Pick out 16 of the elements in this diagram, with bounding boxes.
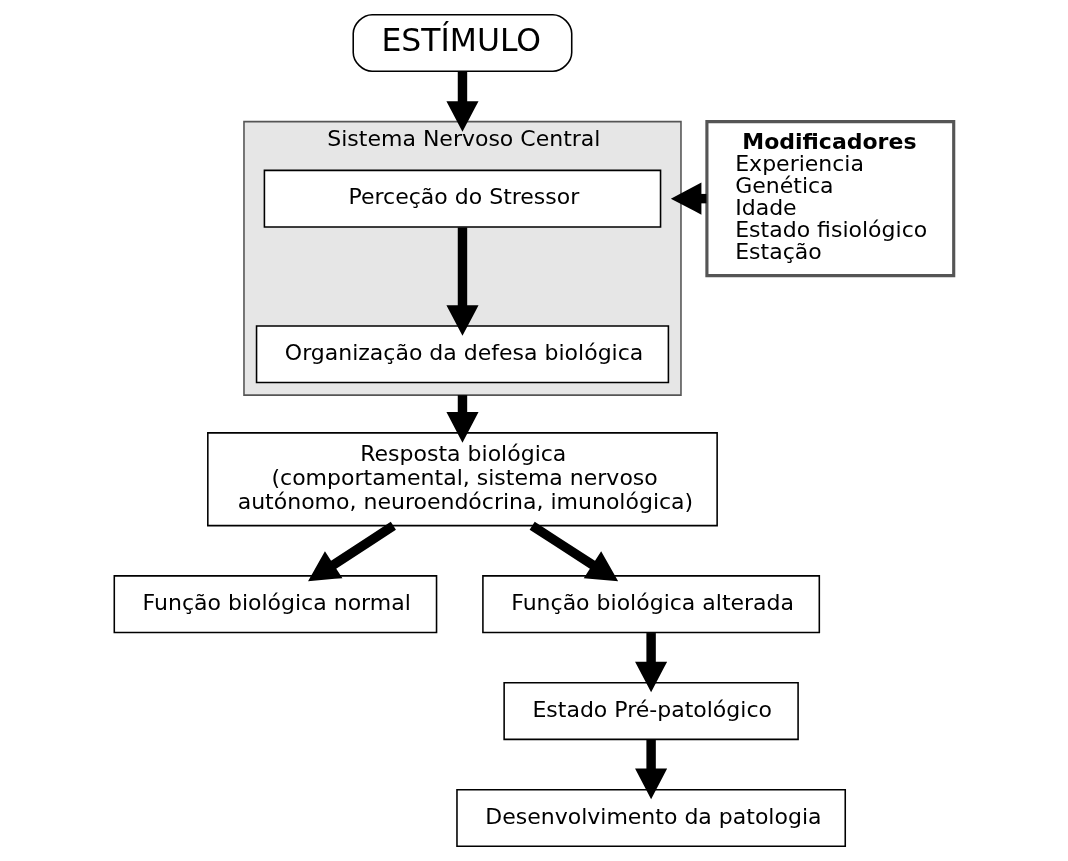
node-box: Modificadores Experiencia Genética Idade Estado fisiológico Estação bbox=[705, 120, 956, 278]
arrow bbox=[446, 395, 479, 443]
node-box: Estado Pré-patológico bbox=[503, 682, 799, 741]
arrow bbox=[446, 71, 479, 132]
node-box: Função biológica alterada bbox=[482, 575, 821, 634]
arrow bbox=[446, 227, 479, 336]
node-box: Resposta biológica (comportamental, sistema nervoso autónomo, neuroendócrina, imunológica) bbox=[207, 432, 718, 527]
arrow bbox=[308, 521, 396, 582]
node-box: Perceção do Stressor bbox=[263, 169, 662, 228]
node-box: Organização da defesa biológica bbox=[255, 325, 670, 384]
arrow bbox=[635, 633, 668, 693]
arrow bbox=[529, 521, 619, 582]
arrow bbox=[635, 739, 668, 800]
node-box: Desenvolvimento da patologia bbox=[456, 788, 847, 848]
node-box: ESTÍMULO bbox=[352, 13, 573, 73]
node-box: Função biológica normal bbox=[113, 575, 438, 634]
